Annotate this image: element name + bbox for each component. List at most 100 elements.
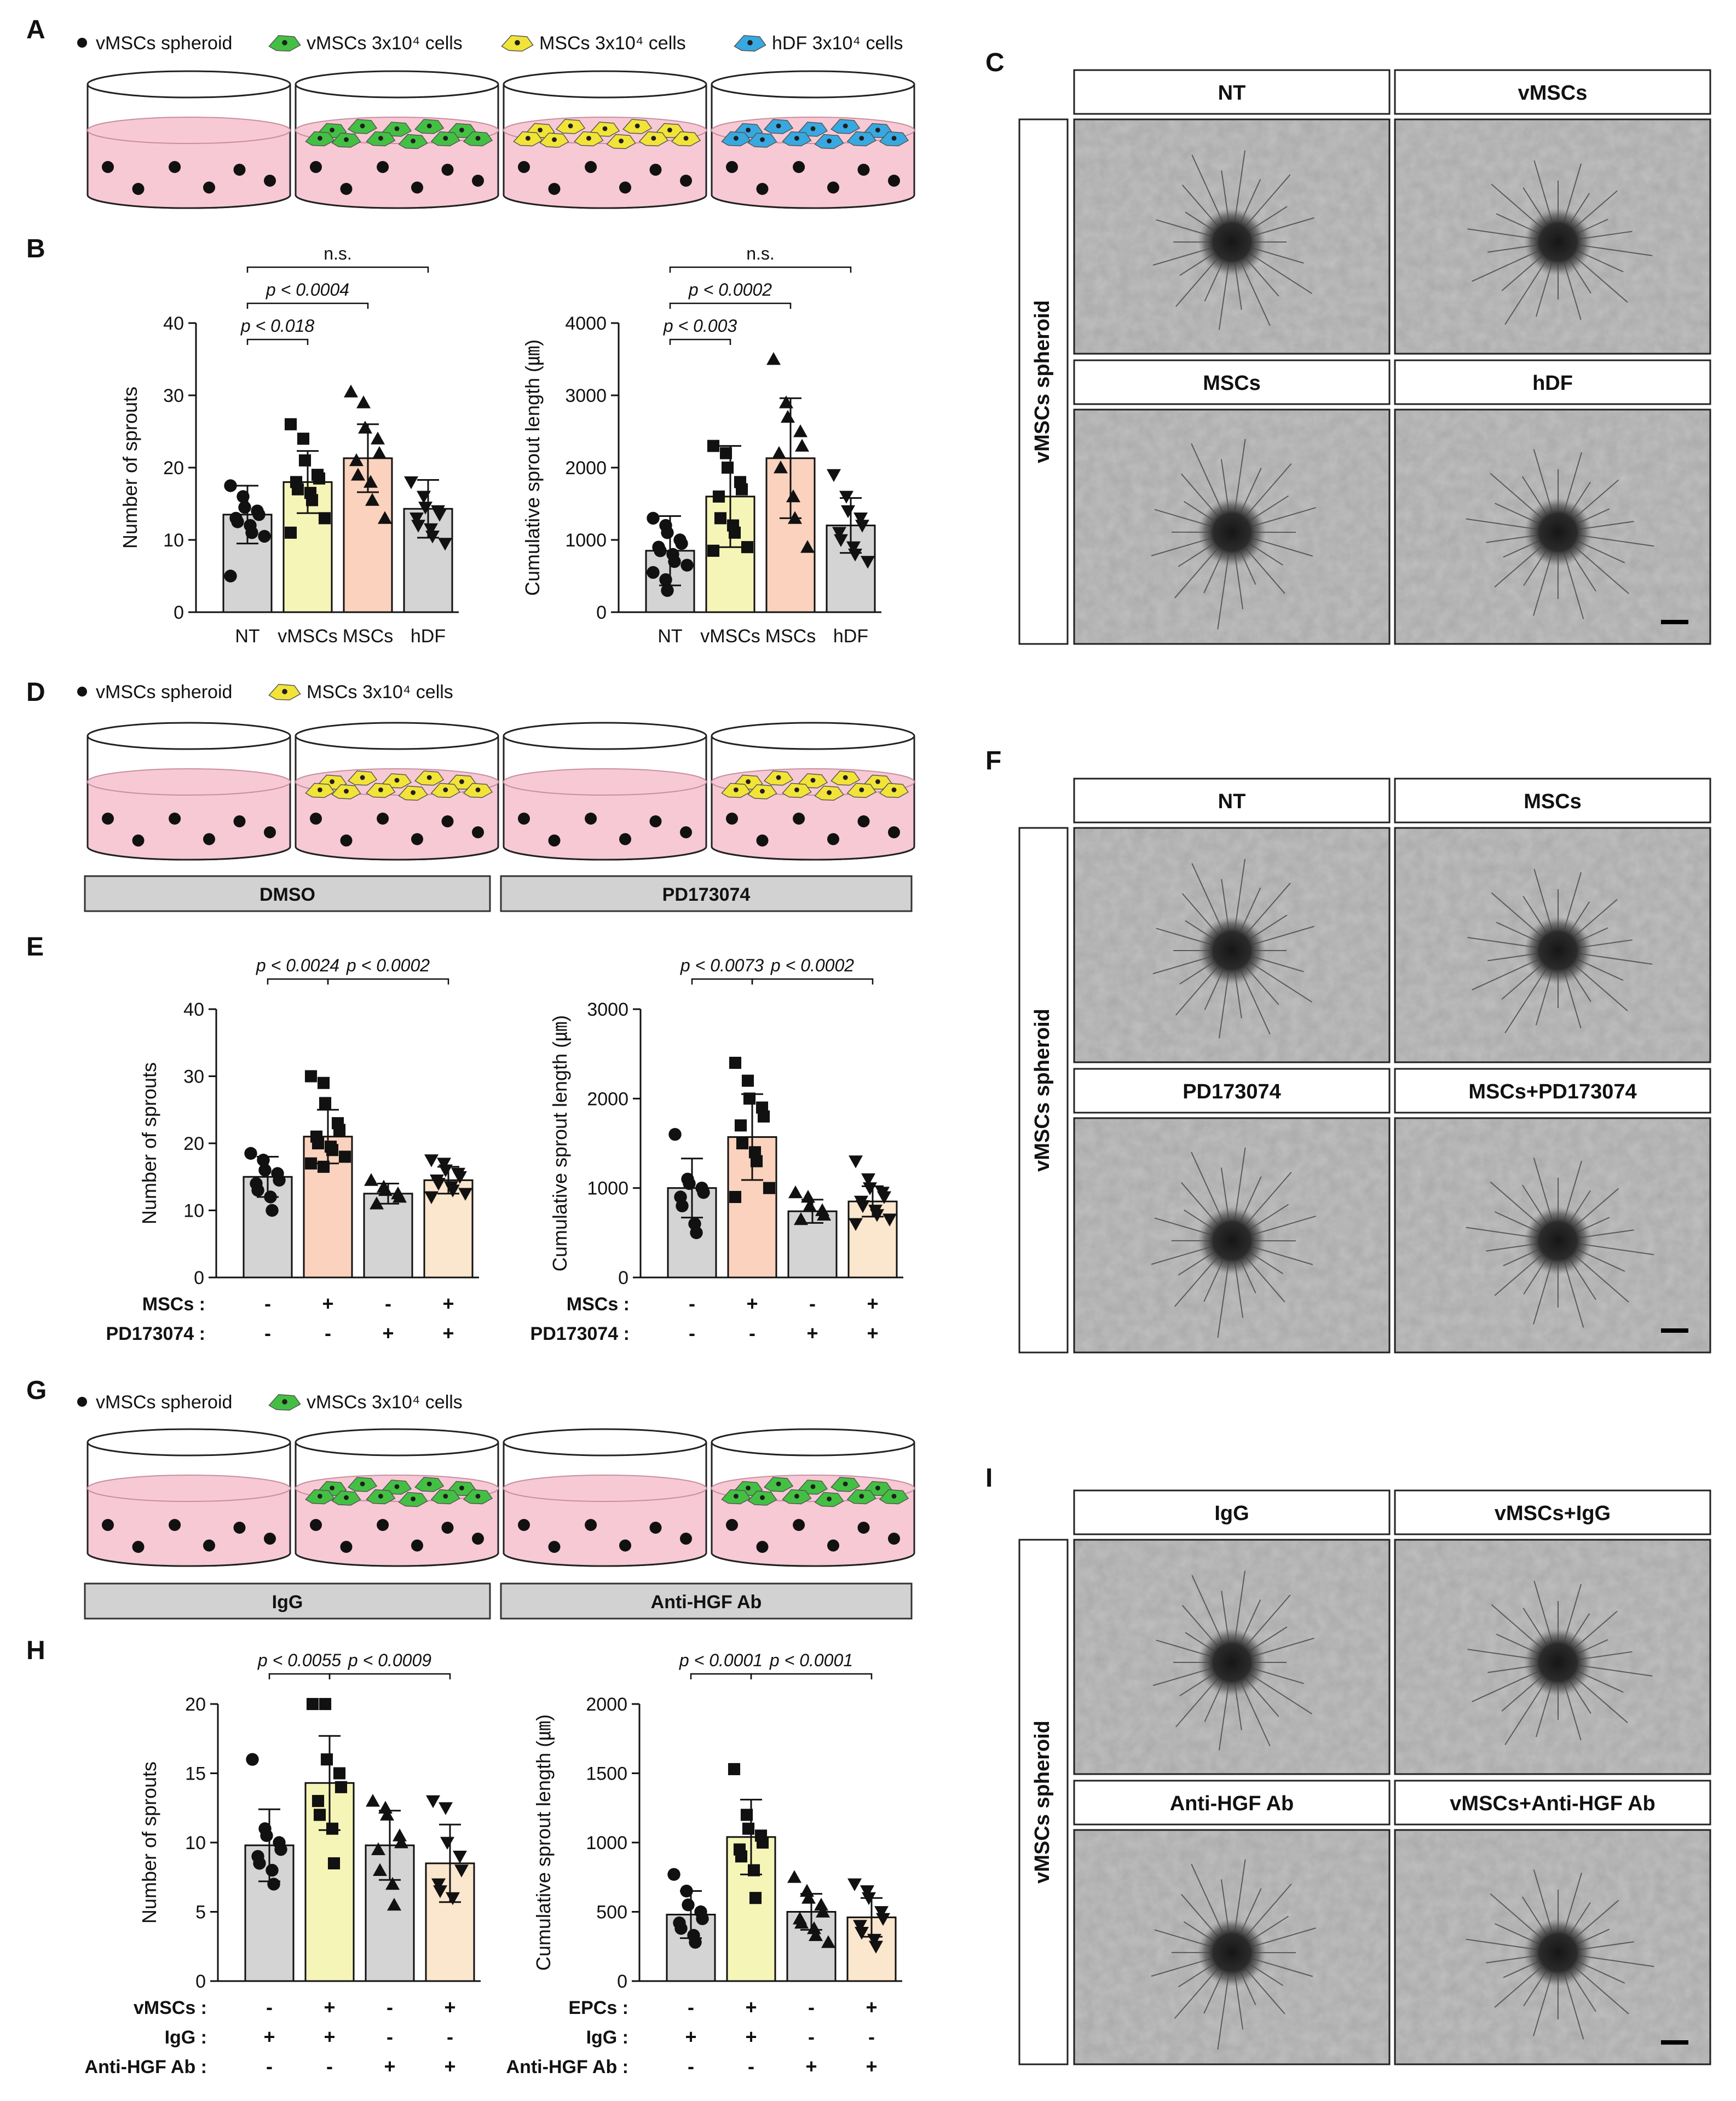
data-point <box>319 1697 332 1711</box>
spheroid-dot <box>726 161 738 173</box>
condition-header: Anti-HGF Ab <box>1170 1792 1294 1815</box>
black-dot-icon <box>77 687 87 697</box>
spheroid-dot <box>340 834 353 847</box>
condition-sign: + <box>442 1292 454 1315</box>
micrograph-image <box>1394 118 1711 355</box>
data-point <box>803 1199 817 1212</box>
condition-header-box <box>1073 1068 1391 1114</box>
significance-bracket <box>268 1673 331 1679</box>
green-cell-icon <box>814 1492 844 1507</box>
data-point <box>690 1226 703 1240</box>
data-point <box>680 1884 693 1898</box>
data-point <box>364 1173 378 1186</box>
data-point <box>264 1190 277 1204</box>
condition-sign: - <box>689 1292 695 1315</box>
data-point <box>793 424 808 438</box>
data-point <box>410 513 424 526</box>
legend-label: vMSCs 3x10⁴ cells <box>307 1392 463 1413</box>
data-point <box>849 1218 863 1231</box>
condition-sign: + <box>322 1292 333 1315</box>
yellow-cell-icon <box>721 782 751 798</box>
condition-header-box <box>1394 1780 1711 1826</box>
data-point <box>238 500 251 514</box>
data-point <box>855 1927 869 1940</box>
green-cell-icon <box>430 1489 460 1505</box>
condition-header-box <box>1073 1780 1391 1826</box>
blue-cell-icon <box>721 131 751 147</box>
data-point <box>251 1184 264 1197</box>
condition-sign: - <box>385 1292 391 1315</box>
data-point <box>284 526 297 539</box>
data-point <box>378 1183 393 1196</box>
data-point <box>883 1213 897 1227</box>
data-point <box>861 1173 875 1187</box>
data-point <box>370 1196 384 1210</box>
data-point <box>848 549 862 562</box>
data-point <box>393 1190 407 1203</box>
significance-label: p < 0.0073 <box>680 955 764 975</box>
data-point <box>734 1119 747 1132</box>
green-cell-icon <box>398 1492 428 1507</box>
data-point <box>861 556 875 569</box>
spheroid-dot <box>233 1522 246 1534</box>
data-point <box>313 472 326 485</box>
spheroid-dot <box>548 183 561 195</box>
spheroid <box>1198 917 1266 985</box>
data-point <box>749 1892 762 1904</box>
yellow-cell-icon <box>513 131 543 147</box>
condition-sign: + <box>746 1292 758 1315</box>
spheroid-dot <box>857 164 870 176</box>
condition-sign: - <box>266 2055 273 2077</box>
culture-dish <box>503 722 707 861</box>
condition-header: NT <box>1218 82 1246 105</box>
data-point <box>757 1110 770 1123</box>
data-point <box>763 1182 776 1194</box>
condition-sign: + <box>384 2055 395 2077</box>
yellow-cell-icon <box>747 784 777 799</box>
spheroid-dot <box>793 813 805 825</box>
spheroid-dot <box>756 834 769 847</box>
x-tick-label: vMSCs <box>700 626 760 647</box>
data-point <box>317 1160 330 1173</box>
panel-label-B: B <box>26 234 45 263</box>
significance-bracket <box>690 1673 752 1679</box>
condition-bar <box>84 875 491 912</box>
legend-label: MSCs 3x10⁴ cells <box>539 33 686 54</box>
condition-header: NT <box>1218 790 1246 813</box>
data-point <box>418 502 432 515</box>
x-tick-label: NT <box>658 626 682 647</box>
blue-cell-icon <box>782 131 812 147</box>
x-tick-label: MSCs <box>765 626 816 647</box>
green-cell-icon <box>331 1490 361 1506</box>
significance-label: p < 0.0055 <box>257 1650 341 1670</box>
spheroid-dot <box>169 813 181 825</box>
data-point <box>756 1836 769 1849</box>
condition-row-label: IgG : <box>165 2027 207 2048</box>
condition-sign: + <box>866 1996 877 2018</box>
blue-cell-icon <box>747 133 777 148</box>
data-point <box>728 526 741 539</box>
legend-label: vMSCs spheroid <box>96 1392 232 1413</box>
side-label-box <box>1018 827 1069 1354</box>
spheroid-dot <box>548 834 561 847</box>
spheroid-dot <box>310 161 322 173</box>
condition-row-label: MSCs : <box>567 1294 630 1315</box>
y-tick-label: 40 <box>163 313 184 334</box>
condition-label: Anti-HGF Ab <box>651 1592 762 1613</box>
legend-label: MSCs 3x10⁴ cells <box>307 682 453 703</box>
yellow-cell-icon <box>268 684 301 701</box>
spheroid-dot <box>827 1539 839 1552</box>
condition-header: MSCs+PD173074 <box>1468 1080 1636 1103</box>
yellow-cell-icon <box>671 131 701 147</box>
data-point <box>869 1941 883 1954</box>
spheroid-dot <box>441 164 454 176</box>
significance-label: p < 0.0009 <box>348 1650 431 1670</box>
condition-label: DMSO <box>259 884 315 905</box>
data-point <box>779 395 793 408</box>
y-tick-label: 3000 <box>565 385 607 406</box>
spheroid-dot <box>102 161 114 173</box>
condition-sign: + <box>806 1322 818 1344</box>
condition-sign: + <box>263 2025 275 2048</box>
data-point <box>860 1885 874 1898</box>
